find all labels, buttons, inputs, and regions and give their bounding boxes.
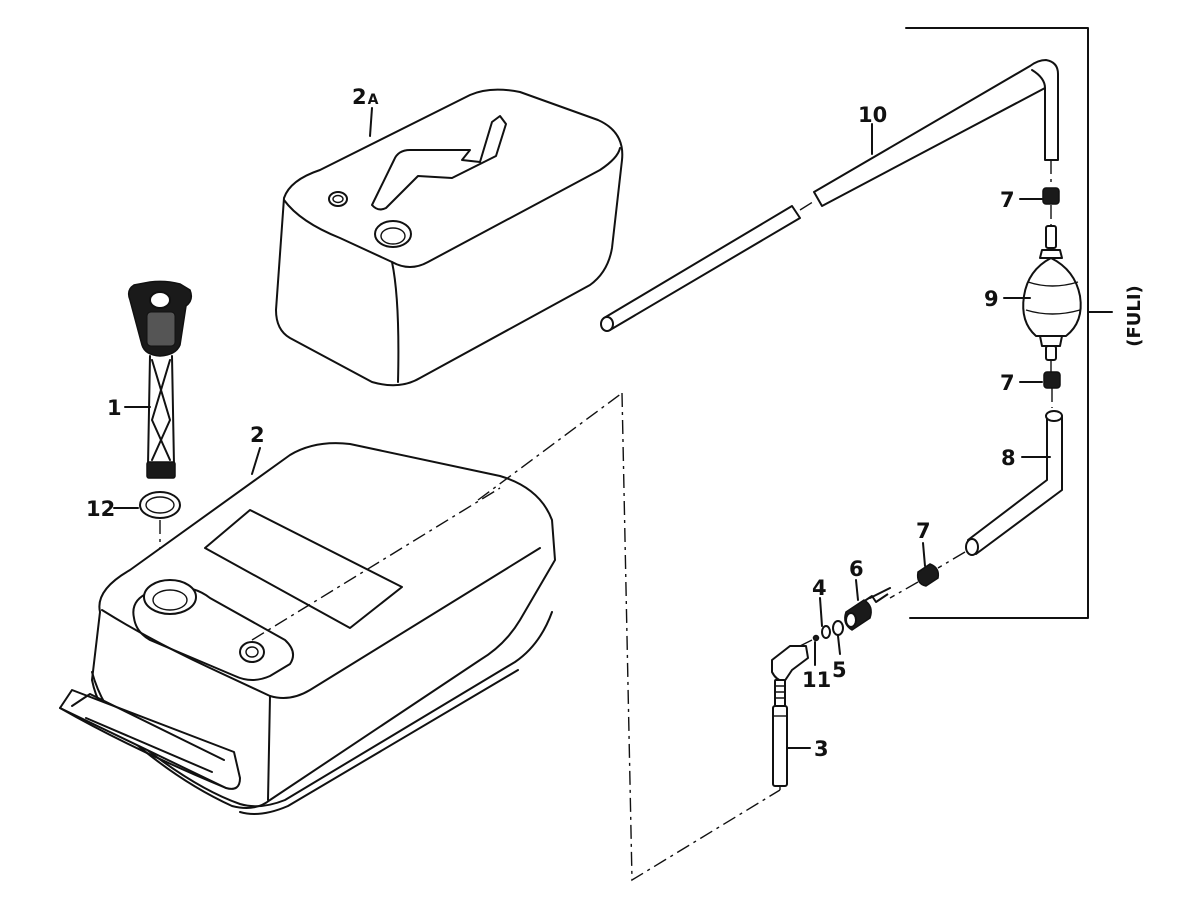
label-part-7-bottom: 7 [916,519,931,543]
fuel-tank-2a [275,88,624,387]
label-part-7-middle: 7 [1000,371,1015,395]
o-ring-12 [139,491,181,519]
label-part-12: 12 [86,497,115,521]
hose-clamp-7-middle [1043,371,1061,389]
fuel-hose-10 [600,59,1059,332]
hose-clamp-7-top [1042,187,1060,205]
primer-bulb-9 [1022,225,1082,361]
label-part-5: 5 [832,658,847,682]
part-labels: 2A 10 7 9 7 8 7 6 4 5 11 3 1 2 12 (FULI) [86,85,1145,761]
label-part-11: 11 [802,668,831,692]
label-part-7-top: 7 [1000,188,1015,212]
label-part-4: 4 [812,576,827,600]
label-part-2a: 2A [352,85,379,109]
o-ring-4 [821,625,831,639]
check-ball-11 [812,634,820,642]
label-part-6: 6 [849,557,864,581]
fuel-gauge-assembly [127,280,193,479]
label-part-2: 2 [250,423,265,447]
label-fuel-group: (FULI) [1124,285,1145,347]
label-part-8: 8 [1001,446,1016,470]
label-part-1: 1 [107,396,122,420]
fuel-tank-2 [59,442,556,815]
label-part-9: 9 [984,287,999,311]
fuel-pickup-tube-3 [771,645,809,787]
hose-clamp-7-bottom [916,563,940,587]
fuel-line-group-bracket [905,27,1113,619]
label-part-3: 3 [814,737,829,761]
leader-lines [113,107,1051,749]
fuel-hose-8 [965,410,1063,556]
label-part-10: 10 [858,103,887,127]
fuel-connector-6 [844,587,891,631]
o-ring-5 [832,620,844,636]
